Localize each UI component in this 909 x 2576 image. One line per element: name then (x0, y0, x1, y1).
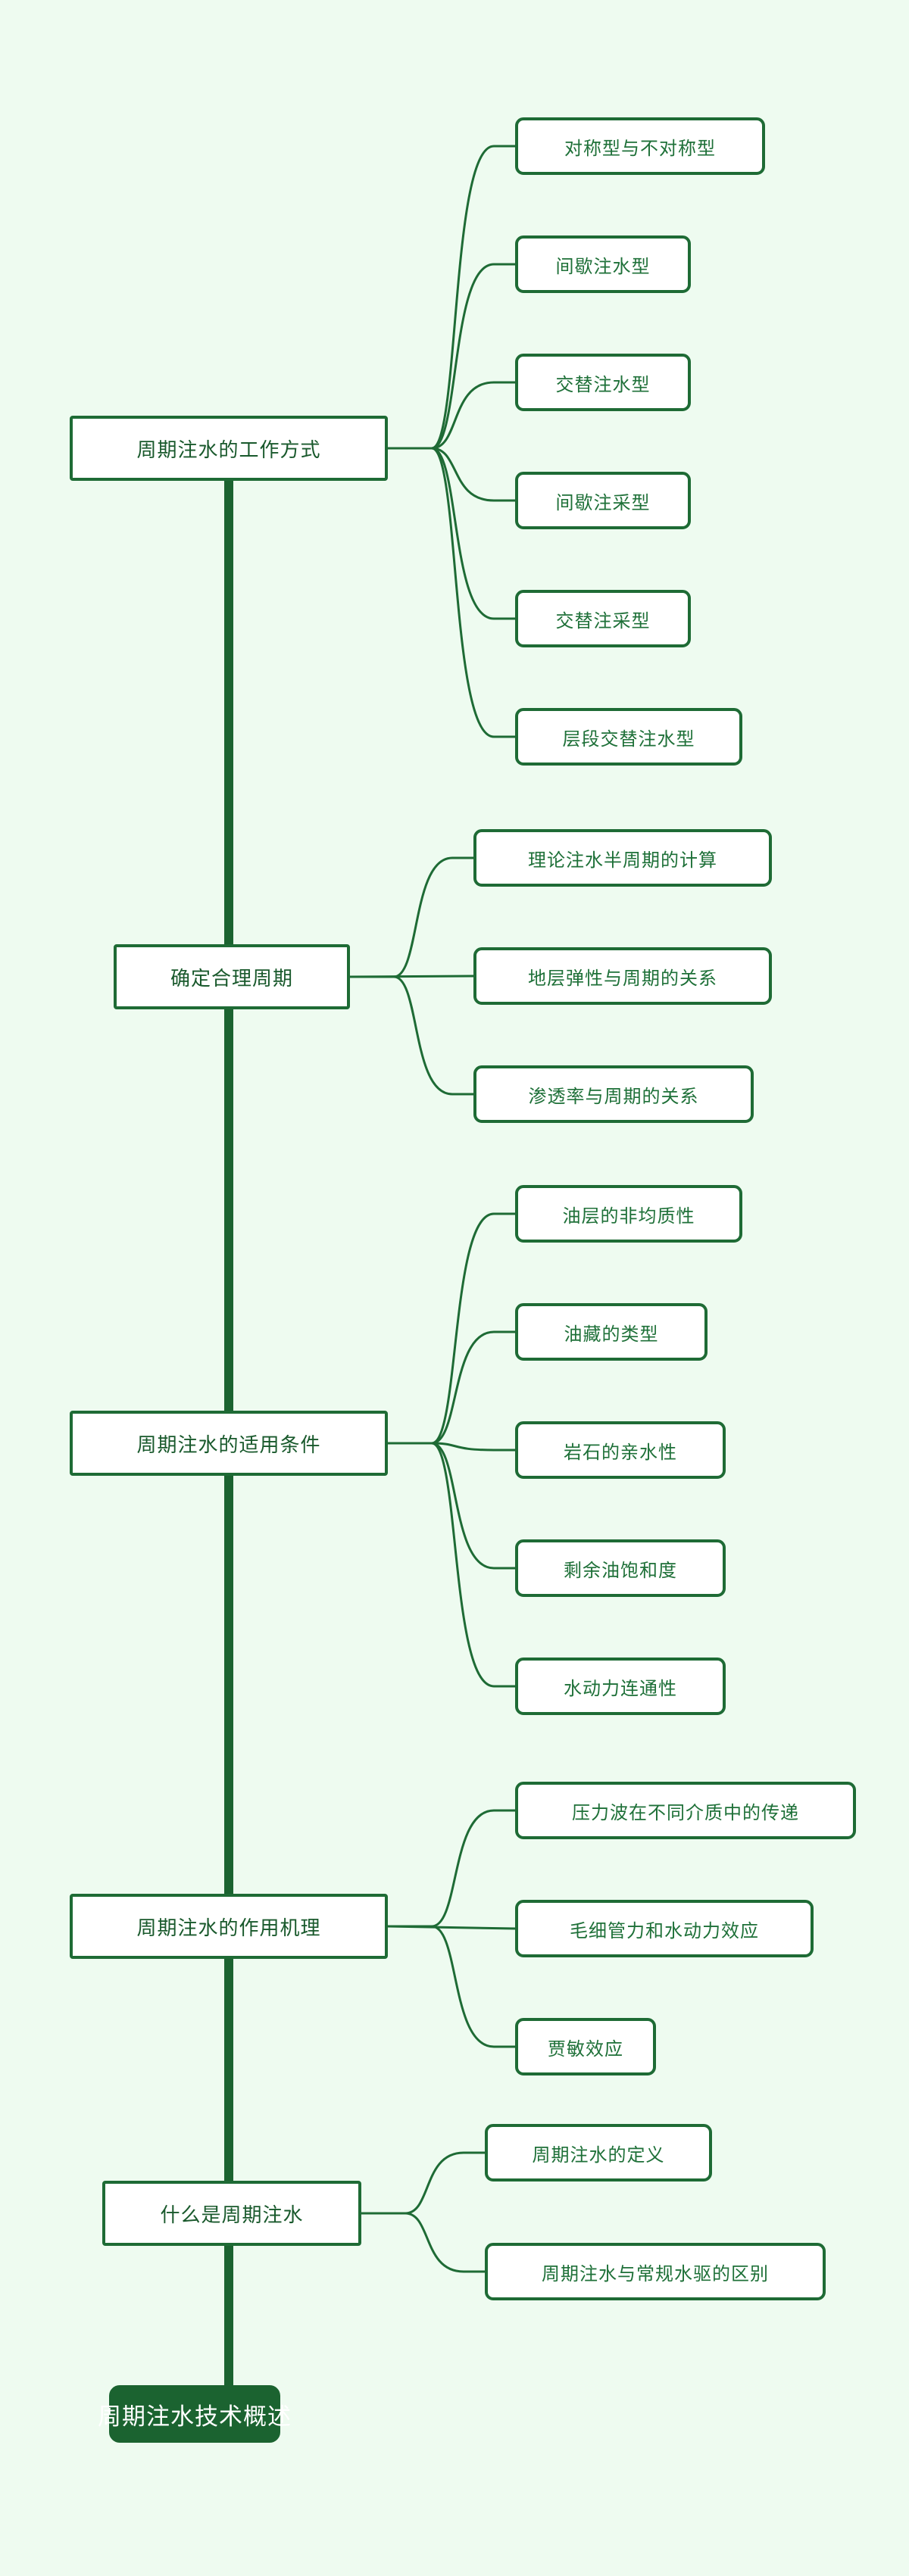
leaf-node-3-2-label: 贾敏效应 (548, 2038, 623, 2060)
branch-node-2-label: 周期注水的适用条件 (136, 1433, 321, 1456)
leaf-node-0-2-label: 交替注水型 (555, 374, 651, 395)
edge-branch-0-child-5 (388, 447, 515, 738)
leaf-node-0-1-label: 间歇注水型 (555, 256, 651, 277)
leaf-node-2-2[interactable]: 岩石的亲水性 (515, 1421, 726, 1479)
edge-branch-3-child-1 (387, 1925, 516, 1930)
leaf-node-3-1[interactable]: 毛细管力和水动力效应 (515, 1900, 814, 1957)
edge-branch-0-child-4 (388, 447, 515, 620)
branch-node-4-label: 什么是周期注水 (160, 2203, 304, 2226)
leaf-node-3-2[interactable]: 贾敏效应 (515, 2018, 656, 2075)
branch-node-2[interactable]: 周期注水的适用条件 (70, 1411, 388, 1476)
leaf-node-0-3-label: 间歇注采型 (555, 492, 651, 513)
leaf-node-1-2-label: 渗透率与周期的关系 (528, 1086, 699, 1107)
edge-branch-3-child-0 (388, 1809, 515, 1928)
leaf-node-0-3[interactable]: 间歇注采型 (515, 472, 691, 529)
leaf-node-4-1[interactable]: 周期注水与常规水驱的区别 (485, 2243, 826, 2300)
leaf-node-0-1[interactable]: 间歇注水型 (515, 235, 691, 293)
leaf-node-2-1-label: 油藏的类型 (564, 1324, 659, 1345)
leaf-node-3-0-label: 压力波在不同介质中的传递 (572, 1802, 799, 1823)
leaf-node-2-3-label: 剩余油饱和度 (564, 1560, 677, 1581)
edge-branch-4-child-1 (361, 2212, 485, 2273)
leaf-node-3-1-label: 毛细管力和水动力效应 (570, 1920, 759, 1941)
leaf-node-2-0-label: 油层的非均质性 (562, 1205, 695, 1227)
edge-branch-1-child-2 (350, 975, 473, 1096)
edge-branch-2-child-2 (388, 1442, 515, 1452)
leaf-node-2-4-label: 水动力连通性 (564, 1678, 677, 1699)
edge-branch-3-child-2 (388, 1925, 515, 2048)
leaf-node-1-2[interactable]: 渗透率与周期的关系 (473, 1065, 754, 1123)
leaf-node-0-5[interactable]: 层段交替注水型 (515, 708, 742, 766)
leaf-node-1-0[interactable]: 理论注水半周期的计算 (473, 829, 772, 887)
branch-node-1-label: 确定合理周期 (170, 966, 293, 990)
edge-branch-1-child-0 (350, 856, 473, 978)
leaf-node-1-0-label: 理论注水半周期的计算 (528, 850, 717, 871)
leaf-node-4-0-label: 周期注水的定义 (532, 2144, 665, 2166)
branch-node-1[interactable]: 确定合理周期 (114, 944, 350, 1009)
edge-branch-1-child-1 (349, 975, 474, 978)
leaf-node-0-0-label: 对称型与不对称型 (564, 138, 716, 159)
leaf-node-2-4[interactable]: 水动力连通性 (515, 1658, 726, 1715)
leaf-node-3-0[interactable]: 压力波在不同介质中的传递 (515, 1782, 856, 1839)
edge-branch-0-child-0 (388, 145, 515, 450)
branch-node-4[interactable]: 什么是周期注水 (102, 2181, 361, 2246)
leaf-node-1-1[interactable]: 地层弹性与周期的关系 (473, 947, 772, 1005)
leaf-node-0-4-label: 交替注采型 (555, 610, 651, 632)
leaf-node-0-2[interactable]: 交替注水型 (515, 354, 691, 411)
leaf-node-2-2-label: 岩石的亲水性 (564, 1442, 677, 1463)
branch-node-3-label: 周期注水的作用机理 (136, 1916, 321, 1939)
edge-branch-4-child-0 (361, 2151, 485, 2215)
branch-node-3[interactable]: 周期注水的作用机理 (70, 1894, 388, 1959)
leaf-node-2-0[interactable]: 油层的非均质性 (515, 1185, 742, 1243)
root-node-label: 周期注水技术概述 (98, 2403, 292, 2430)
leaf-node-2-3[interactable]: 剩余油饱和度 (515, 1539, 726, 1597)
leaf-node-2-1[interactable]: 油藏的类型 (515, 1303, 708, 1361)
leaf-node-0-5-label: 层段交替注水型 (562, 728, 695, 750)
leaf-node-4-1-label: 周期注水与常规水驱的区别 (542, 2263, 769, 2284)
edge-branch-0-child-3 (388, 447, 515, 502)
leaf-node-0-0[interactable]: 对称型与不对称型 (515, 117, 765, 175)
edge-branch-0-child-1 (388, 263, 515, 450)
root-node[interactable]: 周期注水技术概述 (98, 2385, 291, 2443)
leaf-node-4-0[interactable]: 周期注水的定义 (485, 2124, 712, 2181)
leaf-node-1-1-label: 地层弹性与周期的关系 (528, 968, 717, 989)
edge-branch-2-child-4 (388, 1442, 515, 1688)
edge-branch-2-child-1 (388, 1330, 515, 1445)
leaf-node-0-4[interactable]: 交替注采型 (515, 590, 691, 647)
edge-branch-0-child-2 (388, 381, 515, 450)
branch-node-0-label: 周期注水的工作方式 (136, 438, 321, 461)
edge-branch-2-child-0 (388, 1212, 515, 1445)
branch-node-0[interactable]: 周期注水的工作方式 (70, 416, 388, 481)
edge-branch-2-child-3 (388, 1442, 515, 1570)
